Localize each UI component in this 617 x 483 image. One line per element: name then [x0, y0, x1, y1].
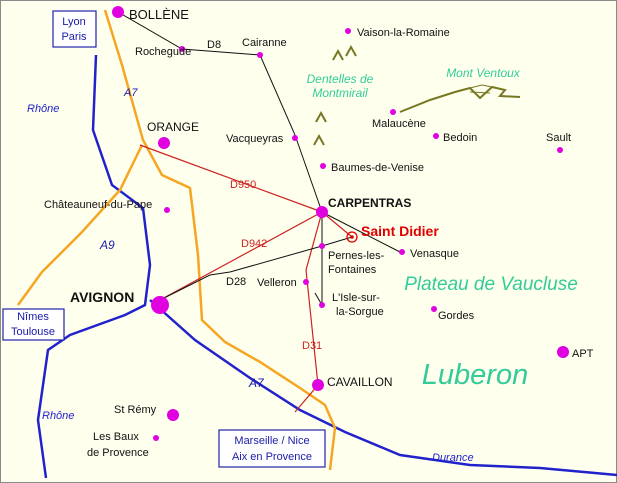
d942-road: [159, 211, 353, 301]
city-dot-vaison: [345, 28, 351, 34]
city-dot-cairanne: [257, 52, 263, 58]
road-label-a7s: A7: [248, 376, 265, 390]
direction-label-nimes-1: Toulouse: [11, 326, 55, 338]
river-label-durance: Durance: [432, 452, 474, 464]
peak-icon: [313, 133, 325, 146]
map-labels: BOLLÈNE Rochegude Cairanne Vaison-la-Romain…: [11, 7, 594, 464]
city-dot-gordes: [431, 306, 437, 312]
city-label-isle2: la-Sorgue: [336, 306, 384, 318]
city-dot-malaucene: [390, 109, 396, 115]
city-dot-cavaillon: [312, 379, 324, 391]
city-label-lesbaux2: de Provence: [87, 447, 149, 459]
city-dot-rochegude: [179, 46, 185, 52]
peak-icon: [315, 110, 327, 123]
region-label-dentelles2: Montmirail: [312, 86, 368, 100]
city-dot-lesbaux1: [153, 435, 159, 441]
city-dot-sault: [557, 147, 563, 153]
d950-road: [139, 144, 323, 213]
local-roads: [314, 211, 401, 307]
nimes-toulouse-box: [2, 308, 65, 341]
saint-didier-label: Saint Didier: [361, 223, 439, 239]
city-label-cairanne: Cairanne: [242, 37, 287, 49]
city-label-velleron: Velleron: [257, 277, 297, 289]
city-label-gordes: Gordes: [438, 310, 475, 322]
d28-road: [159, 245, 323, 301]
direction-label-lyon-0: Lyon: [62, 16, 85, 28]
peak-icon: [332, 48, 344, 61]
city-dot-velleron: [303, 279, 309, 285]
road-label-a7n: A7: [123, 87, 138, 99]
city-dot-venasque: [399, 249, 405, 255]
road-label-a9: A9: [99, 238, 115, 252]
city-label-lesbaux1: Les Baux: [93, 431, 139, 443]
city-label-pernes1: Pernes-les-: [328, 250, 385, 262]
river-label-rhone_n: Rhône: [27, 103, 59, 115]
city-label-vacqueyras: Vacqueyras: [226, 133, 284, 145]
peak-icon: [345, 44, 357, 57]
road-label-d8: D8: [207, 39, 221, 51]
a9-motorway: [16, 144, 144, 306]
city-label-baumes: Baumes-de-Venise: [331, 162, 424, 174]
lyon-paris-box: [52, 10, 97, 48]
direction-label-marseille-1: Aix en Provence: [232, 451, 312, 463]
city-label-isle1: L'Isle-sur-: [332, 292, 380, 304]
road-label-d28: D28: [226, 276, 246, 288]
road-label-d31: D31: [302, 340, 322, 352]
city-dot-bollene: [112, 6, 124, 18]
city-dot-bedoin: [433, 133, 439, 139]
dentelles-peaks: [313, 44, 357, 146]
city-label-chateauneuf: Châteauneuf-du-Pape: [44, 199, 152, 211]
city-label-stremy: St Rémy: [114, 404, 157, 416]
region-label-plateau: Plateau de Vaucluse: [404, 274, 578, 295]
road-label-d950: D950: [230, 179, 256, 191]
city-dot-stremy: [167, 409, 179, 421]
city-dot-apt: [557, 346, 569, 358]
region-label-dentelles1: Dentelles de: [307, 72, 374, 86]
rhone-river: [36, 54, 152, 479]
city-label-apt: APT: [572, 348, 594, 360]
mont-ventoux-ridge-line: [469, 84, 493, 94]
marseille-aix-box: [218, 429, 326, 468]
durance-river: [149, 299, 617, 477]
direction-label-marseille-0: Marseille / Nice: [234, 435, 309, 447]
saint-didier-target-icon: [346, 231, 358, 243]
city-label-orange: ORANGE: [147, 120, 199, 134]
a7-motorway: [103, 9, 337, 471]
city-dot-chateauneuf: [164, 207, 170, 213]
city-dot-orange: [158, 137, 170, 149]
city-dot-vacqueyras: [292, 135, 298, 141]
city-label-vaison: Vaison-la-Romaine: [357, 27, 450, 39]
mont-ventoux-ridge: [399, 85, 521, 113]
city-dot-pernes1: [319, 243, 325, 249]
city-label-bollene: BOLLÈNE: [129, 7, 189, 22]
direction-label-lyon-1: Paris: [61, 31, 87, 43]
saint-didier-center-icon: [350, 235, 354, 239]
city-label-venasque: Venasque: [410, 248, 459, 260]
river-label-rhone_s: Rhône: [42, 410, 74, 422]
city-label-sault: Sault: [546, 132, 571, 144]
road-label-d942: D942: [241, 238, 267, 250]
d31-road: [294, 211, 323, 413]
city-dot-baumes: [320, 163, 326, 169]
city-dot-avignon: [151, 296, 169, 314]
city-dot-isle1: [319, 302, 325, 308]
city-label-carpentras: CARPENTRAS: [328, 196, 411, 210]
city-label-rochegude: Rochegude: [135, 46, 191, 58]
direction-label-nimes-0: Nîmes: [17, 311, 49, 323]
city-label-malaucene: Malaucène: [372, 118, 426, 130]
city-dot-carpentras: [316, 206, 328, 218]
city-label-pernes2: Fontaines: [328, 264, 377, 276]
city-label-cavaillon: CAVAILLON: [327, 375, 393, 389]
city-label-avignon: AVIGNON: [70, 289, 134, 305]
city-label-bedoin: Bedoin: [443, 132, 477, 144]
region-label-luberon: Luberon: [422, 359, 528, 391]
city-dots: [112, 6, 569, 441]
region-label-ventoux: Mont Ventoux: [446, 66, 521, 80]
